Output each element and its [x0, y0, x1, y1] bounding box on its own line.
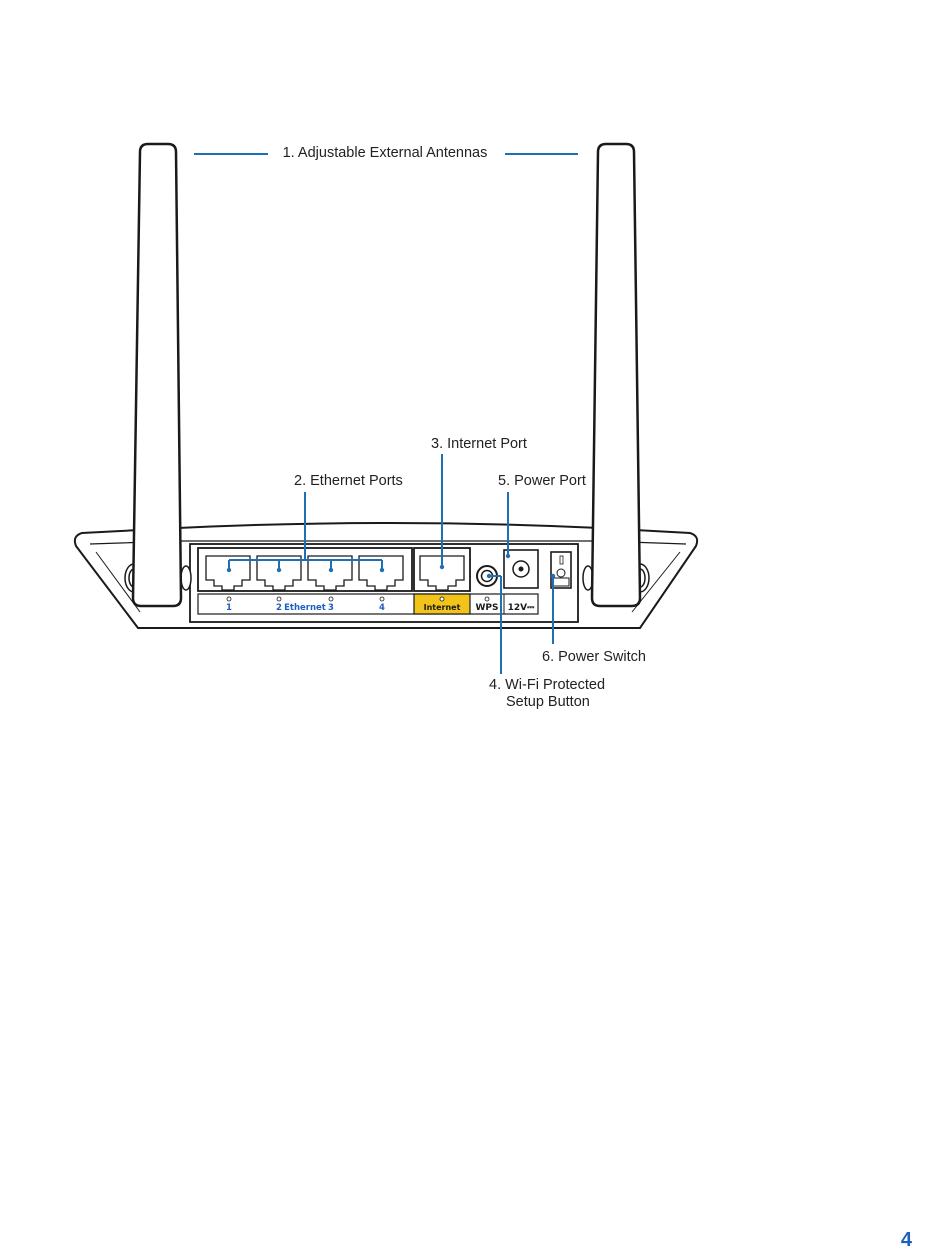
voltage-label: 12V⎓: [508, 603, 535, 613]
right-antenna: [592, 144, 640, 606]
left-antenna: [133, 144, 181, 606]
wps-label-line1: 4. Wi-Fi Protected: [489, 677, 605, 693]
ethernet-ports-label: 2. Ethernet Ports: [294, 473, 403, 489]
internet-port-label: 3. Internet Port: [431, 436, 527, 452]
ethernet-label: Ethernet: [284, 603, 326, 613]
power-port-label: 5. Power Port: [498, 473, 586, 489]
page-number: 4: [901, 1229, 912, 1252]
power-switch-label: 6. Power Switch: [542, 649, 646, 665]
port-label-3: 3: [328, 603, 334, 613]
wps-label-line2: Setup Button: [506, 694, 590, 710]
internet-label: Internet: [424, 603, 461, 612]
wps-label: WPS: [475, 603, 498, 613]
antennas-label: 1. Adjustable External Antennas: [283, 145, 488, 161]
port-label-1: 1: [226, 603, 232, 613]
port-label-2: 2: [276, 603, 282, 613]
port-label-4: 4: [379, 603, 385, 613]
